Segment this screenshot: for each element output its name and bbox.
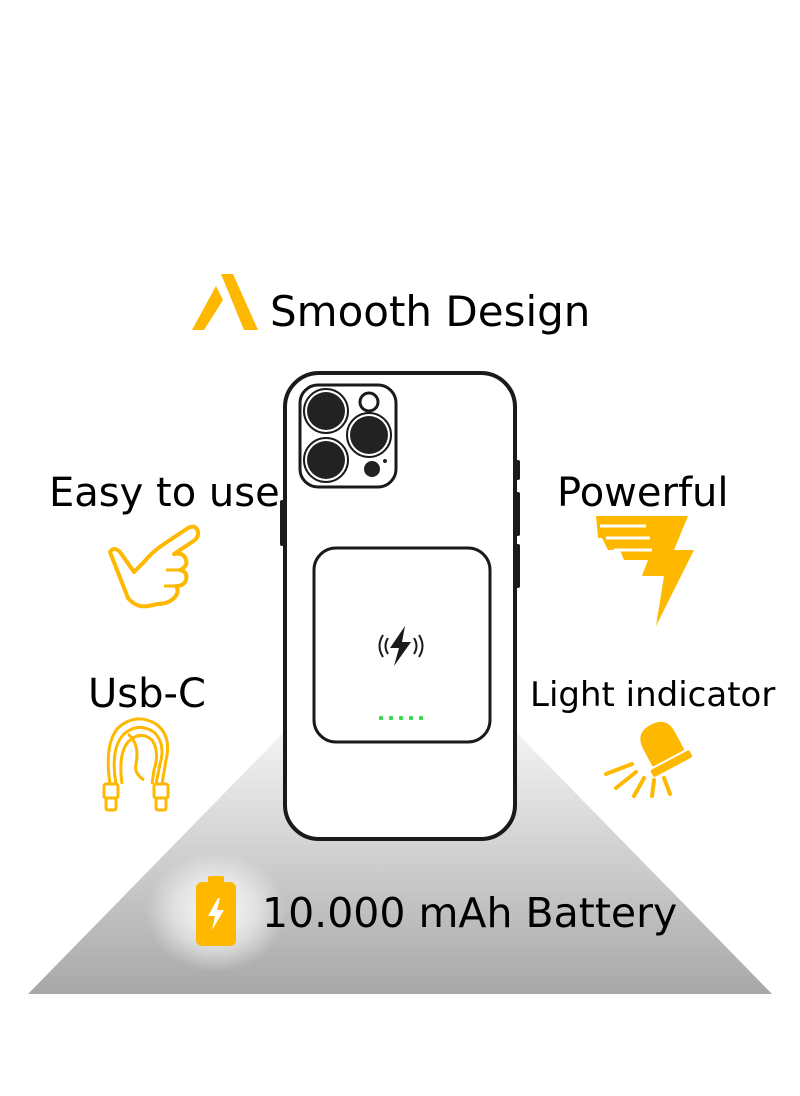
usb-cable-icon <box>102 717 170 812</box>
led-dot <box>409 716 413 720</box>
led-dot <box>379 716 383 720</box>
powerful-label: Powerful <box>557 470 729 516</box>
led-dot <box>389 716 393 720</box>
led-dot <box>419 716 423 720</box>
logo-a-icon <box>192 274 258 330</box>
battery-charging-icon <box>196 876 236 946</box>
smooth-design-label: Smooth Design <box>270 287 591 336</box>
camera-module <box>298 383 398 489</box>
lightning-bolt-icon <box>596 516 694 626</box>
battery-capacity-label: 10.000 mAh Battery <box>262 889 678 937</box>
wireless-charging-icon <box>378 626 424 666</box>
pointing-hand-icon <box>108 524 201 609</box>
lamp-icon <box>604 721 692 798</box>
usb-c-label: Usb-C <box>88 671 206 717</box>
light-indicator-label: Light indicator <box>530 675 776 715</box>
led-indicator-row <box>379 716 425 720</box>
led-dot <box>399 716 403 720</box>
easy-to-use-label: Easy to use <box>49 470 280 516</box>
